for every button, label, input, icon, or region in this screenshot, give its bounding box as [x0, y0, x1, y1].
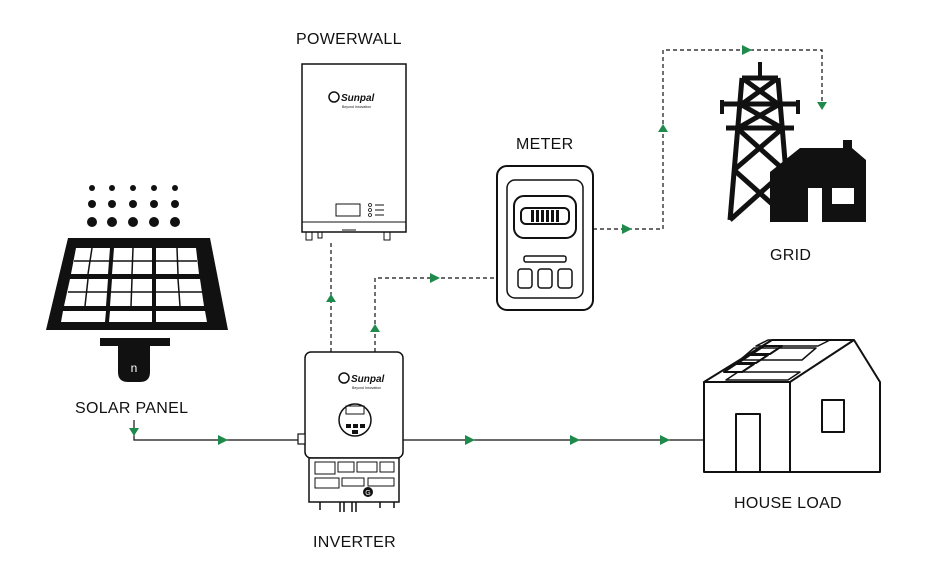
flow-arrows — [129, 45, 827, 445]
arrow-house-2 — [570, 435, 580, 445]
arrow-powerwall-up — [326, 294, 336, 302]
house-load-icon — [703, 339, 881, 473]
inverter-icon: G — [297, 351, 404, 512]
meter-label: METER — [516, 136, 574, 153]
sun-dots — [87, 185, 180, 227]
solar-panel-label: SOLAR PANEL — [75, 400, 189, 417]
arrow-grid-up — [658, 124, 668, 132]
arrow-grid-right — [622, 224, 632, 234]
meter-icon — [496, 165, 594, 311]
arrow-solar-down — [129, 428, 139, 436]
arrow-grid-down — [817, 102, 827, 110]
arrow-house-3 — [660, 435, 670, 445]
arrow-grid-top — [742, 45, 752, 55]
powerwall-tagline: Beyond Innovation — [342, 105, 371, 109]
powerwall-label: POWERWALL — [296, 31, 402, 48]
arrow-meter-right — [430, 273, 440, 283]
grid-label: GRID — [770, 247, 812, 264]
arrow-solar-right — [218, 435, 228, 445]
svg-text:n: n — [131, 361, 138, 375]
powerwall-icon — [301, 63, 407, 241]
inverter-label: INVERTER — [313, 534, 397, 551]
arrow-house-1 — [465, 435, 475, 445]
house-load-label: HOUSE LOAD — [734, 495, 842, 512]
arrow-meter-up — [370, 324, 380, 332]
inverter-tagline: Beyond Innovation — [352, 386, 381, 390]
inverter-brand: Sunpal — [351, 374, 385, 385]
grid-icon — [720, 62, 866, 222]
svg-text:G: G — [365, 490, 370, 497]
solar-panel-icon: n — [46, 185, 228, 382]
powerwall-brand: Sunpal — [341, 93, 375, 104]
